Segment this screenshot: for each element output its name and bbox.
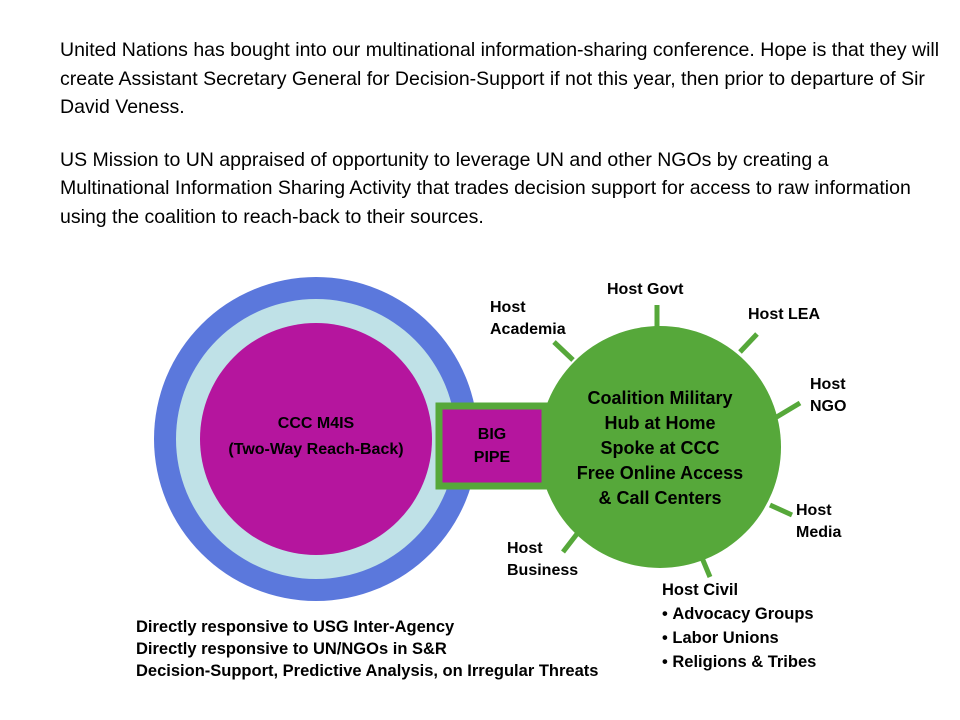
note-decision-support: Decision-Support, Predictive Analysis, o… xyxy=(136,662,599,680)
label-host-lea: Host LEA xyxy=(748,306,820,323)
note-un-ngos: Directly responsive to UN/NGOs in S&R xyxy=(136,640,447,658)
label-host-ngo-2: NGO xyxy=(810,398,846,415)
responsiveness-notes: Directly responsive to USG Inter-Agency … xyxy=(136,616,598,682)
label-host-business-2: Business xyxy=(507,562,578,579)
hub-line-5: & Call Centers xyxy=(598,488,721,508)
hub-line-3: Spoke at CCC xyxy=(600,438,719,458)
hub-line-1: Coalition Military xyxy=(587,388,732,408)
core-label-line-1: CCC M4IS xyxy=(278,415,355,432)
hub-line-2: Hub at Home xyxy=(604,413,715,433)
intro-paragraph-un: United Nations has bought into our multi… xyxy=(60,39,940,118)
hub-line-4: Free Online Access xyxy=(577,463,743,483)
host-civil-item-religions: Religions & Tribes xyxy=(662,650,816,674)
spoke-media xyxy=(768,502,794,518)
host-civil-list: Advocacy Groups Labor Unions Religions &… xyxy=(662,602,816,674)
intro-text: United Nations has bought into our multi… xyxy=(60,36,940,231)
label-host-ngo-1: Host xyxy=(810,376,846,393)
label-host-academia-1: Host xyxy=(490,299,526,316)
pipe-label-line-2: PIPE xyxy=(474,449,511,466)
label-host-business-1: Host xyxy=(507,540,543,557)
label-host-govt: Host Govt xyxy=(607,281,684,298)
core-label-line-2: (Two-Way Reach-Back) xyxy=(228,441,403,458)
big-pipe xyxy=(435,402,549,490)
host-civil-item-labor: Labor Unions xyxy=(662,626,816,650)
label-host-media-2: Media xyxy=(796,524,841,541)
spoke-ngo xyxy=(773,400,802,421)
note-usg: Directly responsive to USG Inter-Agency xyxy=(136,618,455,636)
label-host-media-1: Host xyxy=(796,502,832,519)
host-civil-item-advocacy: Advocacy Groups xyxy=(662,602,816,626)
hub-circle xyxy=(539,326,781,568)
host-civil-block: Host Civil Advocacy Groups Labor Unions … xyxy=(662,578,816,674)
pipe-label-line-1: BIG xyxy=(478,426,506,443)
core-circle xyxy=(200,323,432,555)
spoke-academia xyxy=(552,340,575,362)
spoke-lea xyxy=(738,332,759,354)
intro-paragraph-us-mission: US Mission to UN appraised of opportunit… xyxy=(60,148,911,228)
label-host-academia-2: Academia xyxy=(490,321,566,338)
host-civil-title: Host Civil xyxy=(662,581,739,599)
